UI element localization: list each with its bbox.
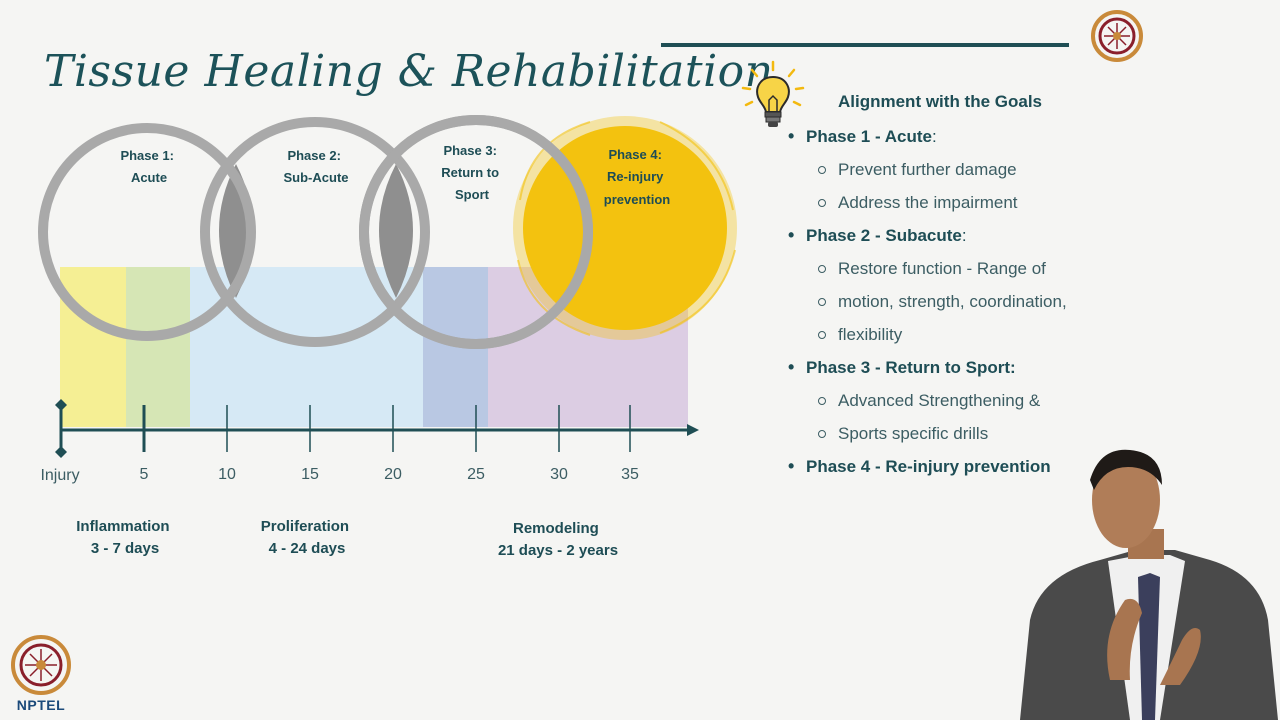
axis-tick-label: 25 xyxy=(467,466,485,483)
slide-title: Tissue Healing & Rehabilitation xyxy=(44,46,774,97)
tissue-healing-diagram: Phase 1: Acute Phase 2: Sub-Acute Phase … xyxy=(38,115,737,559)
axis-tick-label: 15 xyxy=(301,466,319,483)
phase-3-ring-edge xyxy=(359,115,593,349)
stage-inflammation-label: Inflammation 3 - 7 days xyxy=(76,518,174,557)
stage-remodeling-label: Remodeling 21 days - 2 years xyxy=(498,520,618,559)
phase-1-ring xyxy=(38,123,256,341)
stage-proliferation-label: Proliferation 4 - 24 days xyxy=(261,518,354,557)
axis-tick-label: 30 xyxy=(550,466,568,483)
goals-heading: Alignment with the Goals xyxy=(838,92,1043,111)
axis-tick-label: 35 xyxy=(621,466,639,483)
lightbulb-icon xyxy=(741,60,805,127)
axis-tick-label: 10 xyxy=(218,466,236,483)
axis-tick-label: 20 xyxy=(384,466,402,483)
goals-panel: Alignment with the Goals Phase 1 - Acute… xyxy=(788,92,1128,483)
band-inflammation-late xyxy=(126,267,190,427)
band-inflammation-early xyxy=(60,267,126,427)
goal-item: Restore function - Range of xyxy=(788,252,1128,285)
goal-phase-3: Phase 3 - Return to Sport: xyxy=(788,351,1128,384)
presenter-video xyxy=(1020,449,1278,720)
nptel-logo-text: NPTEL xyxy=(16,697,66,713)
axis-tick-label: 5 xyxy=(140,466,149,483)
goal-item: Advanced Strengthening & xyxy=(788,384,1128,417)
goal-item-continued: flexibility xyxy=(788,318,1128,351)
goal-item: Prevent further damage xyxy=(788,153,1128,186)
phase-2-ring xyxy=(200,117,430,347)
goal-phase-1: Phase 1 - Acute: xyxy=(788,120,1128,153)
phase-4-label: Phase 4: Re-injury prevention xyxy=(604,147,671,207)
overlap-lens-2-3 xyxy=(379,164,413,298)
axis-start-label: Injury xyxy=(40,467,79,484)
phase-2-label: Phase 2: Sub-Acute xyxy=(284,148,349,185)
timeline-axis xyxy=(55,399,699,458)
goal-phase-2: Phase 2 - Subacute: xyxy=(788,219,1128,252)
goal-item: Address the impairment xyxy=(788,186,1128,219)
goal-item-continued: motion, strength, coordination, xyxy=(788,285,1128,318)
goal-phase-4: Phase 4 - Re-injury prevention xyxy=(788,450,1128,483)
nptel-logo-icon xyxy=(1091,10,1143,62)
nptel-logo-icon xyxy=(11,635,71,695)
header-rule xyxy=(661,43,1069,47)
phase-3-label: Phase 3: Return to Sport xyxy=(441,143,502,202)
goal-item-continued: Sports specific drills xyxy=(788,417,1128,450)
phase-1-label: Phase 1: Acute xyxy=(120,148,177,185)
